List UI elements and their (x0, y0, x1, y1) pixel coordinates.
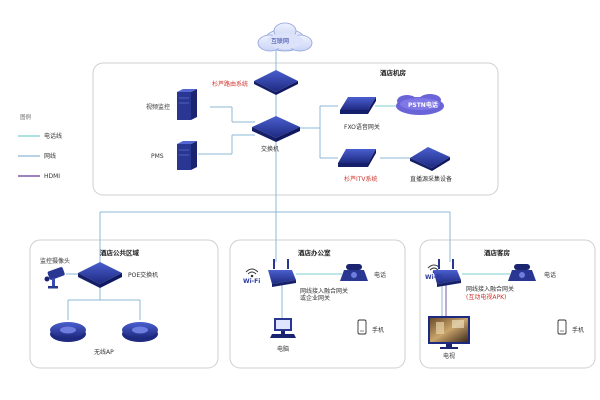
router-icon (254, 70, 298, 95)
office-gateway-icon (268, 259, 296, 287)
tv-icon (428, 316, 470, 349)
legend-title: 图例 (20, 115, 32, 121)
legend-hdmi-label: HDMI (44, 173, 61, 180)
office-box (229, 239, 406, 369)
tv-label: 电视 (443, 353, 456, 360)
server-icon (177, 89, 197, 120)
guest-wifi-label: Wi-Fi (425, 274, 443, 281)
pms-label: PMS (151, 153, 164, 160)
pc-icon (270, 318, 296, 338)
guest-gateway-icon (433, 259, 461, 287)
capture-device-icon (410, 147, 450, 171)
poe-switch-label: POE交换机 (128, 272, 159, 279)
guest-mobile-label: 手机 (572, 327, 585, 334)
guest-phone-label: 电话 (544, 272, 557, 279)
office-gateway-label: 网线接入融合网关 或企业网关 (300, 288, 349, 302)
fxo-label: FXO语音网关 (344, 124, 380, 131)
itv-label: 杉芦ITV系统 (344, 176, 378, 183)
poe-switch-icon (78, 262, 122, 288)
camera-label: 监控摄像头 (40, 258, 71, 265)
switch-icon (252, 116, 300, 142)
pms-server-icon (177, 141, 197, 170)
office-wifi-label: Wi-Fi (243, 278, 261, 285)
internet-label: 互联网 (271, 38, 290, 45)
guest-room-box (419, 239, 596, 369)
public-area-title: 酒店公共区域 (100, 249, 139, 257)
public-area-box (29, 239, 219, 369)
live-source-label: 直播源采集设备 (410, 176, 453, 183)
cctv-label: 视频监控 (146, 104, 171, 111)
wireless-ap-icon (50, 322, 86, 342)
pstn-cloud-icon (396, 94, 444, 115)
itv-system-icon (338, 149, 376, 167)
office-title: 酒店办公室 (298, 249, 331, 257)
legend-network-line-label: 网线 (44, 153, 57, 160)
guest-room-title: 酒店客房 (484, 249, 510, 257)
pc-label: 电脑 (277, 346, 290, 353)
office-mobile-label: 手机 (372, 327, 385, 334)
mobile-phone-icon (357, 319, 367, 335)
phone-icon (340, 264, 368, 281)
switch-label: 交换机 (261, 146, 280, 153)
internet-cloud-icon (257, 22, 313, 52)
fxo-gateway-icon (340, 97, 376, 114)
mobile-phone-icon (557, 319, 567, 335)
machine-room-title: 酒店机房 (380, 69, 406, 77)
guest-gateway-sub-label: (互动电视APK) (466, 294, 507, 301)
camera-icon (44, 267, 65, 289)
wireless-ap-label: 无线AP (94, 349, 114, 356)
legend-lines (18, 135, 40, 177)
guest-gateway-label: 网线接入融合网关 (466, 286, 515, 293)
router-label: 杉芦路由系统 (212, 81, 249, 88)
pstn-label: PSTN电话 (408, 102, 438, 109)
machine-room-box (92, 62, 499, 196)
wifi-icon (245, 268, 259, 278)
phone-links (296, 105, 510, 275)
office-phone-label: 电话 (374, 272, 387, 279)
phone-icon (508, 264, 536, 281)
wireless-ap-icon (122, 322, 158, 342)
legend-phone-line-label: 电话线 (44, 133, 63, 140)
